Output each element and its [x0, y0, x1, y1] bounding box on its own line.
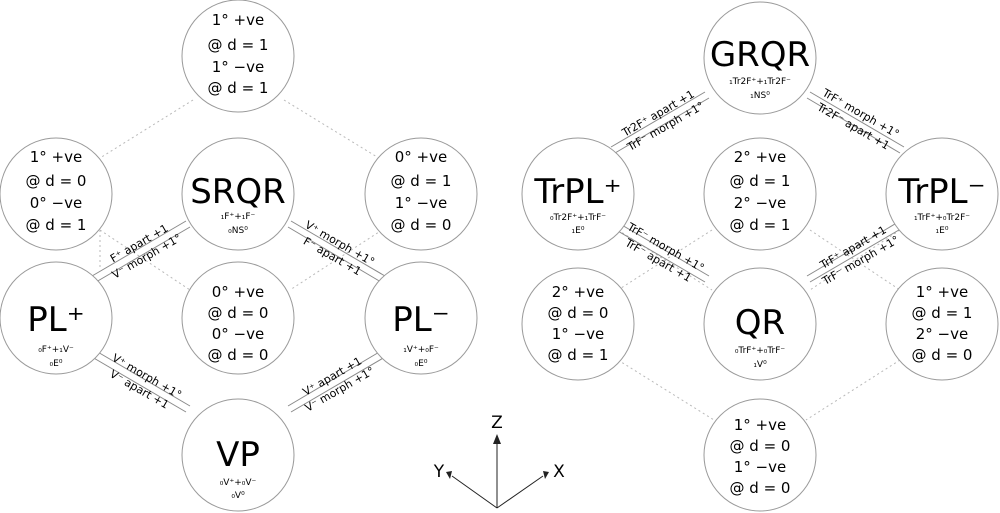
node-line: 0° +ve — [395, 148, 448, 166]
node-subtitle: ₀E⁰ — [50, 359, 63, 369]
node-subtitle: ₁V⁺+₀F⁻ — [403, 345, 439, 355]
y-axis-label: Y — [433, 462, 445, 482]
node-subtitle: ₁V⁰ — [753, 360, 767, 370]
node-line: @ d = 0 — [208, 304, 269, 322]
node-trpl-minus: TrPL⁻ ₁TrF⁺+₀Tr2F⁻ ₁E⁰ — [885, 137, 999, 251]
node-subtitle: ₀F⁺+₁V⁻ — [38, 345, 74, 355]
node-line: @ d = 1 — [548, 346, 609, 364]
node-line: 1° −ve — [552, 325, 605, 343]
node-line: 1° −ve — [734, 458, 787, 476]
node-line: @ d = 1 — [912, 304, 973, 322]
node-line: @ d = 1 — [730, 216, 791, 234]
node-subtitle: ₀NS⁰ — [228, 226, 248, 236]
node-subtitle: ₀Tr2F⁺+₁TrF⁻ — [550, 213, 606, 223]
node-line: @ d = 0 — [391, 216, 452, 234]
node-left-right: 0° +ve @ d = 1 1° −ve @ d = 0 — [364, 137, 478, 251]
z-axis-label: Z — [491, 413, 503, 433]
edge-label-plp-vp: V⁺ morph +1° V⁻ apart +1 — [107, 351, 183, 411]
node-left-center: 0° +ve @ d = 0 0° −ve @ d = 0 — [181, 261, 295, 375]
node-right-bottom: 1° +ve @ d = 0 1° −ve @ d = 0 — [703, 398, 817, 512]
node-line: 1° −ve — [212, 58, 265, 76]
node-title: SRQR — [190, 172, 286, 212]
edge-label-srqr-plp: F⁺ apart +1 V⁻ morph +1° — [108, 222, 184, 282]
left-dotted-links — [99, 99, 383, 291]
node-right-left: 2° +ve @ d = 0 1° −ve @ d = 1 — [521, 267, 635, 381]
node-srqr: SRQR ₁F⁺+₁F⁻ ₀NS⁰ — [181, 137, 295, 251]
node-line: @ d = 0 — [730, 437, 791, 455]
node-line: @ d = 1 — [391, 172, 452, 190]
node-right-center: 2° +ve @ d = 1 2° −ve @ d = 1 — [703, 137, 817, 251]
node-line: @ d = 1 — [730, 172, 791, 190]
node-line: @ d = 0 — [548, 304, 609, 322]
axes-indicator: Z Y X — [433, 413, 565, 509]
node-title: TrPL⁻ — [897, 172, 985, 212]
node-vp: VP ₀V⁺+₀V⁻ ₀V⁰ — [181, 398, 295, 512]
node-left-top: 1° +ve @ d = 1 1° −ve @ d = 1 — [181, 0, 295, 113]
node-subtitle: ₁E⁰ — [572, 226, 585, 236]
node-line: 0° +ve — [212, 283, 265, 301]
node-line: @ d = 1 — [208, 36, 269, 54]
node-line: 0° −ve — [30, 194, 83, 212]
node-line: 2° −ve — [916, 325, 969, 343]
node-pl-plus: PL⁺ ₀F⁺+₁V⁻ ₀E⁰ — [0, 261, 113, 375]
node-title: QR — [735, 303, 785, 343]
node-title: PL⁺ — [27, 300, 84, 340]
node-line: @ d = 0 — [26, 172, 87, 190]
node-pl-minus: PL⁻ ₁V⁺+₀F⁻ ₀E⁰ — [364, 261, 478, 375]
node-line: 1° +ve — [212, 11, 265, 29]
node-subtitle: ₁Tr2F⁺+₁Tr2F⁻ — [729, 77, 791, 87]
node-subtitle: ₁F⁺+₁F⁻ — [221, 212, 256, 222]
node-line: @ d = 1 — [208, 79, 269, 97]
node-qr: QR ₀TrF⁺+₀TrF⁻ ₁V⁰ — [703, 267, 817, 381]
node-subtitle: ₀E⁰ — [415, 359, 428, 369]
node-line: 1° −ve — [395, 194, 448, 212]
node-subtitle: ₁TrF⁺+₀Tr2F⁻ — [914, 213, 970, 223]
right-edges — [610, 91, 905, 283]
node-title: GRQR — [710, 35, 810, 75]
node-line: 1° +ve — [734, 416, 787, 434]
node-line: 1° +ve — [916, 283, 969, 301]
node-line: 0° −ve — [212, 325, 265, 343]
node-trpl-plus: TrPL⁺ ₀Tr2F⁺+₁TrF⁻ ₁E⁰ — [521, 137, 635, 251]
node-line: @ d = 1 — [26, 216, 87, 234]
node-title: TrPL⁺ — [533, 172, 621, 212]
x-axis-label: X — [553, 462, 565, 482]
node-line: 2° −ve — [734, 194, 787, 212]
node-subtitle: ₁E⁰ — [936, 226, 949, 236]
node-line: @ d = 0 — [208, 346, 269, 364]
node-left-left: 1° +ve @ d = 0 0° −ve @ d = 1 — [0, 137, 113, 251]
node-title: VP — [216, 435, 260, 475]
node-line: 1° +ve — [30, 148, 83, 166]
right-dotted-links — [617, 229, 901, 421]
node-line: @ d = 0 — [912, 346, 973, 364]
node-line: @ d = 0 — [730, 479, 791, 497]
edge-label-grqr-trplp: Tr2F⁺ apart +1 TrF⁻ morph +1° — [619, 88, 706, 155]
node-subtitle: ₀TrF⁺+₀TrF⁻ — [735, 346, 786, 356]
node-line: 2° +ve — [734, 148, 787, 166]
node-subtitle: ₀V⁺+₀V⁻ — [220, 478, 257, 488]
left-edges — [91, 220, 386, 413]
node-subtitle: ₀V⁰ — [231, 491, 245, 501]
node-subtitle: ₁NS⁰ — [750, 91, 770, 101]
node-grqr: GRQR ₁Tr2F⁺+₁Tr2F⁻ ₁NS⁰ — [703, 1, 817, 115]
node-right-right: 1° +ve @ d = 1 2° −ve @ d = 0 — [885, 267, 999, 381]
node-title: PL⁻ — [392, 300, 449, 340]
edge-label-trplp-qr: TrF⁻ morph +1° TrF⁻ apart +1 — [622, 220, 706, 285]
node-line: 2° +ve — [552, 283, 605, 301]
